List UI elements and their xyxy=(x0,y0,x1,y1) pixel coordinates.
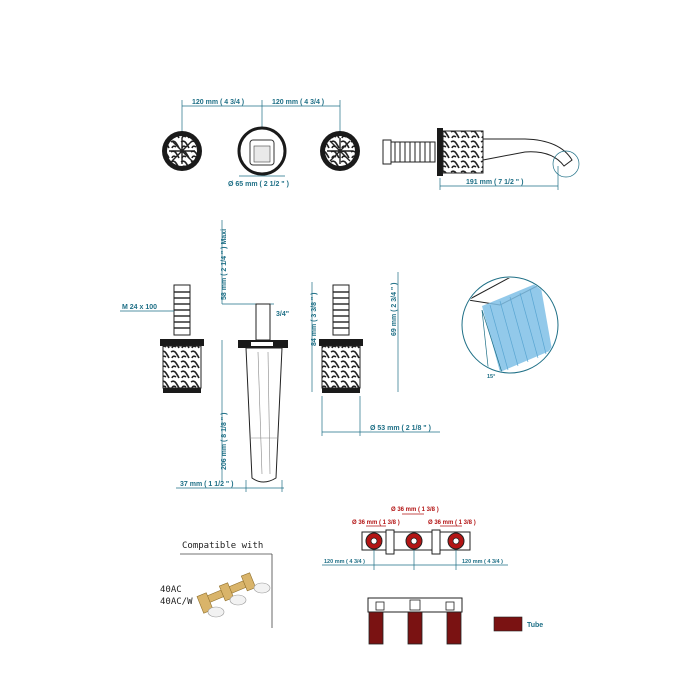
left-handle-top xyxy=(162,131,202,171)
right-handle-top xyxy=(320,131,360,171)
dia-center-label: Ø 36 mm ( 1 3/8 ) xyxy=(391,507,439,513)
dim-right-label: 120 mm ( 4 3/4 ) xyxy=(272,99,324,106)
tube-left xyxy=(368,611,384,645)
top-view: 120 mm ( 4 3/4 ) 120 mm ( 4 3/4 ) Ø 65 m… xyxy=(162,99,580,190)
rough-in-valve-illustration xyxy=(196,572,271,618)
right-handle-side xyxy=(319,284,363,393)
base-diameter-label: Ø 53 mm ( 2 1/8 " ) xyxy=(370,425,431,432)
tube-elevation xyxy=(367,597,463,645)
spacing-right-label: 120 mm ( 4 3/4 ) xyxy=(462,559,503,565)
spout-thread-label: 3/4" xyxy=(276,311,289,318)
compatible-section: Compatible with 40AC 40AC/W xyxy=(160,541,273,628)
handle-upper-label: 69 mm ( 2 3/4 " ) xyxy=(391,282,398,336)
dia-right-label: Ø 36 mm ( 1 3/8 ) xyxy=(428,520,476,526)
spout-width-label: 37 mm ( 1 1/2 " ) xyxy=(180,481,234,488)
tube-right xyxy=(446,611,462,645)
spacing-left-label: 120 mm ( 4 3/4 ) xyxy=(324,559,365,565)
side-view: M 24 x 100 58 mm ( 2 1/4 " ) Maxi 3/4" 2… xyxy=(120,220,440,492)
spout-diameter-label: Ø 65 mm ( 2 1/2 " ) xyxy=(228,181,289,188)
spout-side xyxy=(238,303,288,483)
left-handle-side xyxy=(160,284,204,393)
rough-in-plan: Ø 36 mm ( 1 3/8 ) Ø 36 mm ( 1 3/8 ) Ø 36… xyxy=(322,507,508,570)
tube-center xyxy=(407,611,423,645)
spout-outlet-detail: 15° xyxy=(461,276,559,380)
dim-left-label: 120 mm ( 4 3/4 ) xyxy=(192,99,244,106)
compatible-heading: Compatible with xyxy=(182,541,263,551)
model-2: 40AC/W xyxy=(160,597,193,607)
model-1: 40AC xyxy=(160,585,182,595)
angle-label: 15° xyxy=(487,374,495,380)
tube-swatch xyxy=(493,616,523,632)
tube-legend: Tube xyxy=(493,616,543,632)
tube-label: Tube xyxy=(527,622,543,629)
thread-label: M 24 x 100 xyxy=(122,304,157,311)
max-depth-label: 58 mm ( 2 1/4 " ) Maxi xyxy=(221,229,228,300)
handle-height-label: 84 mm ( 3 3/8 " ) xyxy=(311,292,318,346)
dia-left-label: Ø 36 mm ( 1 3/8 ) xyxy=(352,520,400,526)
spout-length-label: 206 mm ( 8 1/8 " ) xyxy=(221,413,228,470)
spout-projection-label: 191 mm ( 7 1/2 " ) xyxy=(466,179,523,186)
spout-side-profile xyxy=(382,128,580,178)
spout-top xyxy=(237,126,287,177)
